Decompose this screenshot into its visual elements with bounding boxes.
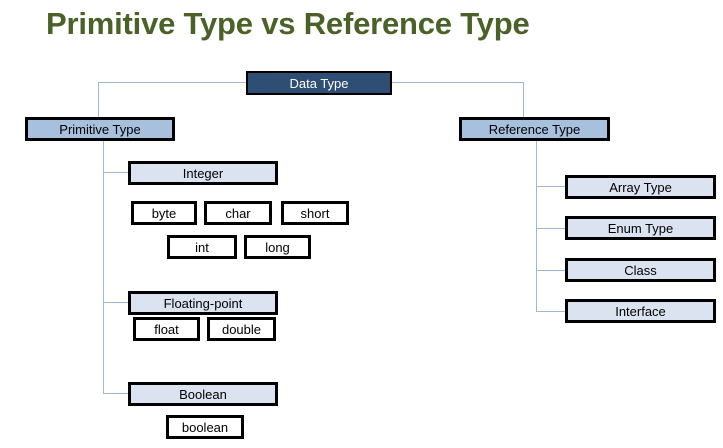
- node-long[interactable]: long: [244, 235, 311, 259]
- node-data-type[interactable]: Data Type: [246, 71, 392, 95]
- connector-primitive-to-integer: [103, 172, 129, 173]
- connector-reference-to-array-type: [536, 186, 566, 187]
- node-char[interactable]: char: [204, 201, 272, 225]
- connector-reference-to-enum-type: [536, 228, 566, 229]
- connector-root-to-primitive: [98, 82, 99, 118]
- node-array-type[interactable]: Array Type: [565, 175, 716, 199]
- connector-primitive-spine: [103, 140, 104, 393]
- node-integer[interactable]: Integer: [128, 161, 278, 185]
- node-class[interactable]: Class: [565, 258, 716, 282]
- node-int[interactable]: int: [167, 235, 237, 259]
- node-floating-point[interactable]: Floating-point: [128, 291, 278, 315]
- node-boolean[interactable]: boolean: [166, 415, 244, 439]
- connector-primitive-to-boolean: [103, 393, 129, 394]
- node-float[interactable]: float: [133, 317, 200, 341]
- node-byte[interactable]: byte: [131, 201, 197, 225]
- connector-root-to-reference: [523, 82, 524, 118]
- node-double[interactable]: double: [207, 317, 276, 341]
- node-reference-type[interactable]: Reference Type: [459, 117, 610, 141]
- node-short[interactable]: short: [281, 201, 349, 225]
- connector-reference-to-class: [536, 270, 566, 271]
- connector-reference-spine: [536, 140, 537, 312]
- page-title: Primitive Type vs Reference Type: [46, 6, 530, 41]
- node-interface[interactable]: Interface: [565, 299, 716, 323]
- node-boolean-group[interactable]: Boolean: [128, 382, 278, 406]
- connector-reference-to-interface: [536, 311, 566, 312]
- connector-primitive-to-floating-point: [103, 302, 129, 303]
- node-primitive-type[interactable]: Primitive Type: [25, 117, 175, 141]
- node-enum-type[interactable]: Enum Type: [565, 216, 716, 240]
